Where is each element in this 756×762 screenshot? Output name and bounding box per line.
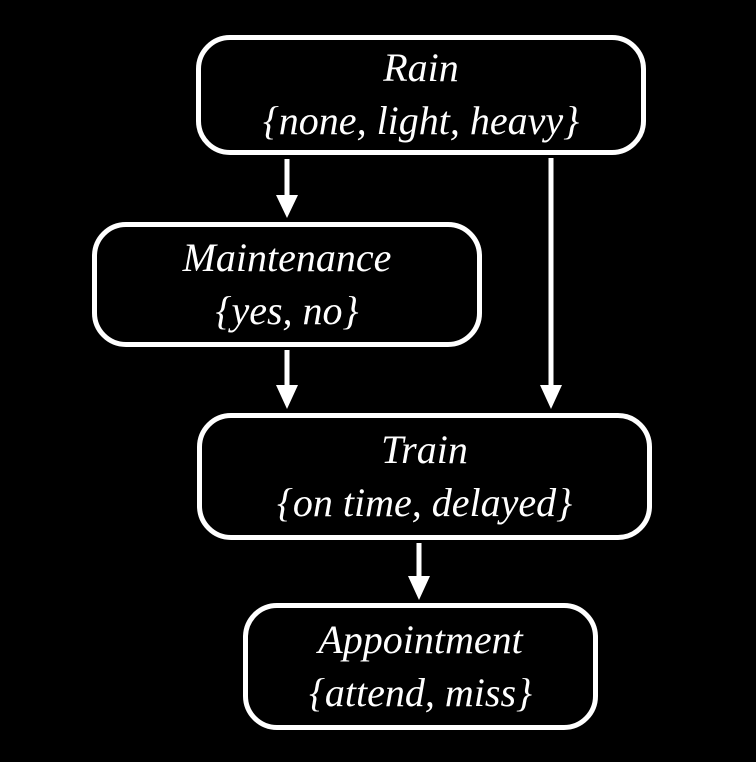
node-rain-domain: {none, light, heavy} (262, 98, 580, 143)
node-rain-label: Rain (383, 45, 459, 91)
node-maintenance: Maintenance {yes, no} (92, 222, 482, 347)
node-train-domain: {on time, delayed} (276, 479, 573, 525)
node-appointment-domain: {attend, miss} (308, 669, 533, 715)
node-appointment: Appointment {attend, miss} (243, 603, 598, 730)
node-rain: Rain {none, light, heavy} (196, 35, 646, 155)
edge-rain-to-maintenance-arrow (276, 159, 298, 218)
edge-maintenance-to-train-arrow (276, 350, 298, 409)
edge-train-to-appointment-arrow (408, 543, 430, 600)
edge-rain-to-train-arrow (540, 158, 562, 409)
node-maintenance-label: Maintenance (182, 234, 392, 280)
node-maintenance-domain: {yes, no} (215, 287, 359, 333)
node-appointment-label: Appointment (318, 616, 523, 662)
node-train: Train {on time, delayed} (197, 413, 652, 540)
node-train-label: Train (381, 426, 468, 472)
